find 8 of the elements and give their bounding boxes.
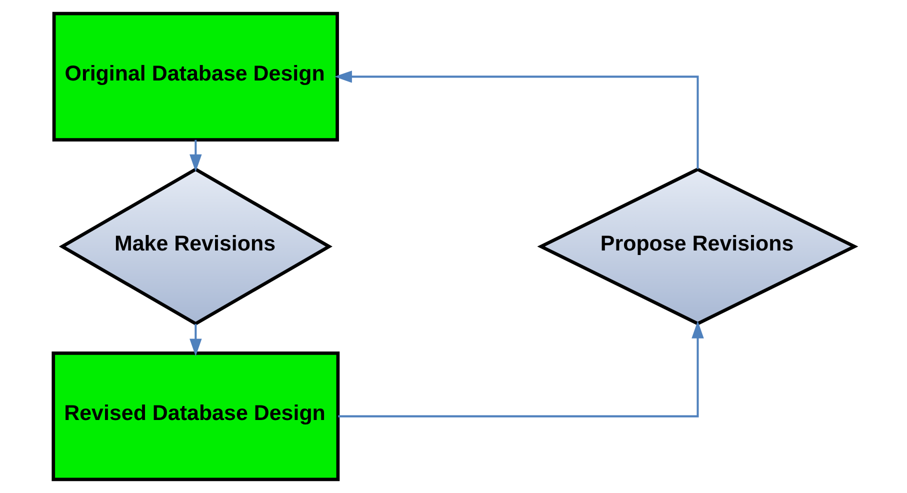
arrow [189, 140, 202, 172]
arrow [189, 324, 202, 356]
node-box: Original Database Design [52, 12, 338, 142]
node-box: Revised Database Design [51, 352, 340, 482]
node-diamond: Propose Revisions [536, 167, 858, 326]
node-diamond: Make Revisions [58, 167, 332, 326]
arrow [334, 70, 698, 170]
arrow [338, 320, 704, 418]
